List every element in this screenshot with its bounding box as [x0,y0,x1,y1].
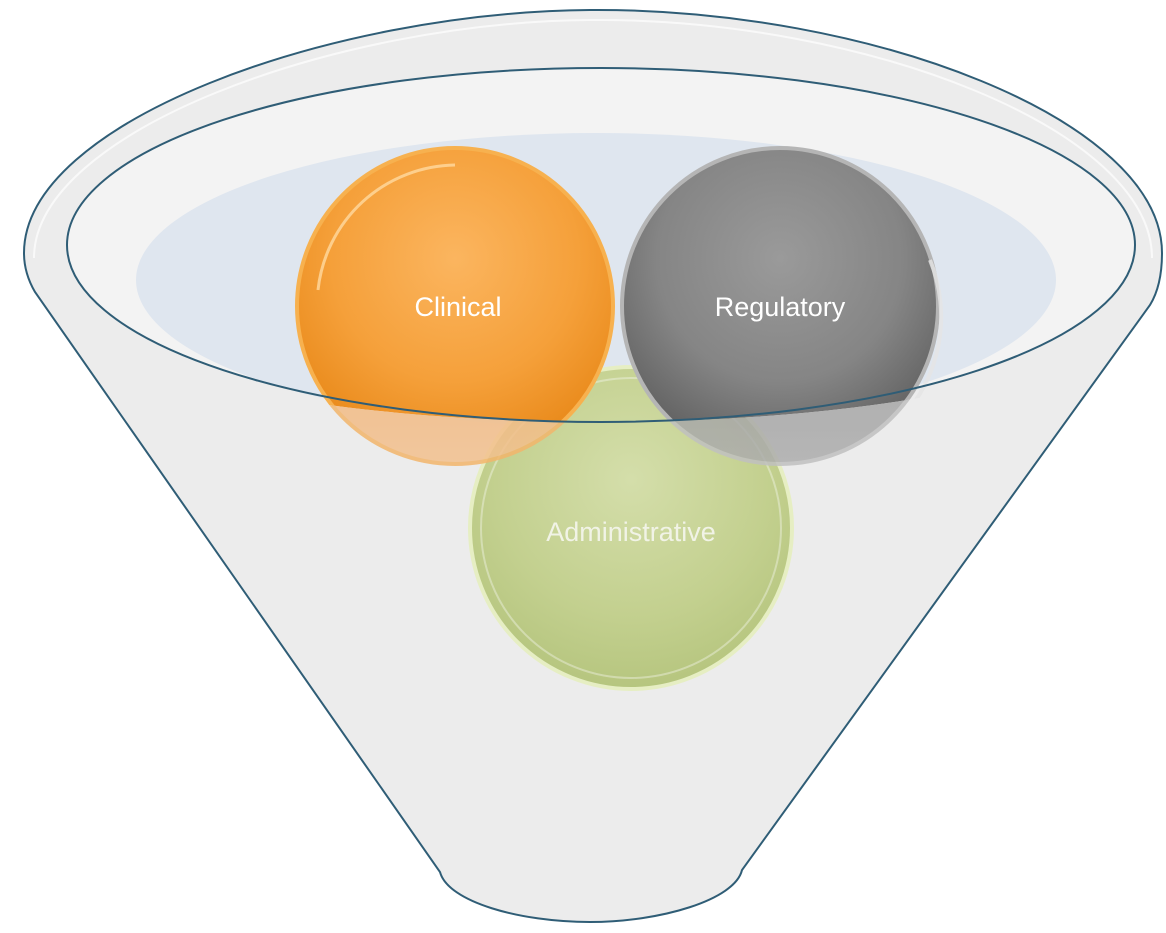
circle-regulatory [620,146,944,466]
funnel-rim-outline [66,67,1136,423]
label-regulatory: Regulatory [715,292,846,322]
circle-clinical [295,146,615,466]
label-administrative: Administrative [546,517,716,547]
label-clinical: Clinical [414,292,501,322]
funnel-body-highlight [33,18,1153,259]
